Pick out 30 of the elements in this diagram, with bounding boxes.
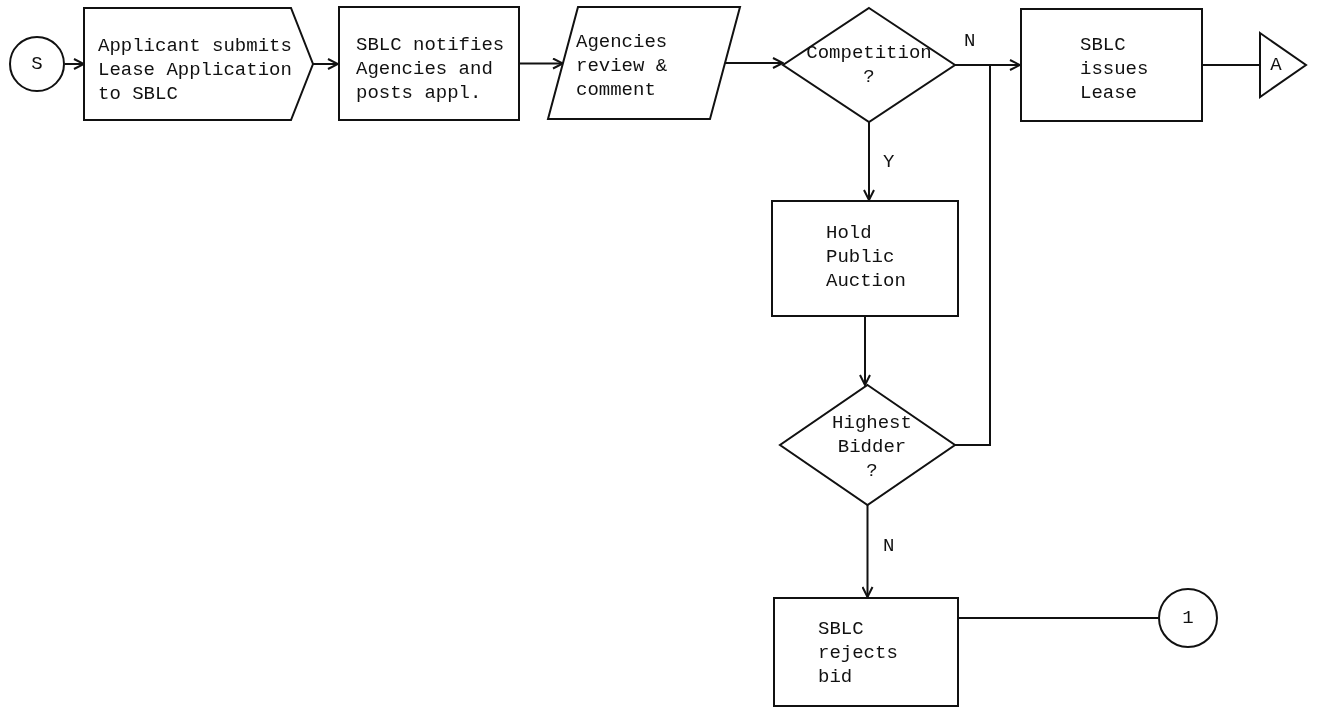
connector-arrow [861,504,874,598]
decision-diamond [780,385,955,505]
off-page-connector-triangle [1260,33,1306,97]
connector-arrow [312,58,339,70]
step-text: Applicant submits Lease Application to SBLC [98,34,293,106]
input-parallelogram [548,7,740,119]
step-text: Competition ? [805,41,933,89]
step-text: SBLC issues Lease [1080,33,1150,105]
step-text: Highest Bidder ? [831,411,913,483]
step-text: SBLC rejects bid [818,617,899,689]
connector-arrow [64,58,85,70]
start-connector-circle [9,36,65,92]
step-text: 1 [1181,606,1195,630]
connector-arrow [519,57,564,70]
connector-arrow [724,57,784,69]
process-box [338,6,520,121]
connector-arrow [863,121,875,201]
decision-diamond [783,8,955,122]
step-text: S [30,52,44,76]
connector-arrow [859,316,871,386]
process-box [771,200,959,317]
connector-arrow [954,59,1021,446]
step-text: Agencies review & comment [576,30,669,102]
process-box [1020,8,1203,122]
process-box [773,597,959,707]
step-text: Hold Public Auction [826,221,907,293]
step-text: A [1269,53,1283,77]
process-box [84,8,313,120]
connector-circle [1158,588,1218,648]
step-text: SBLC notifies Agencies and posts appl. [356,33,506,105]
